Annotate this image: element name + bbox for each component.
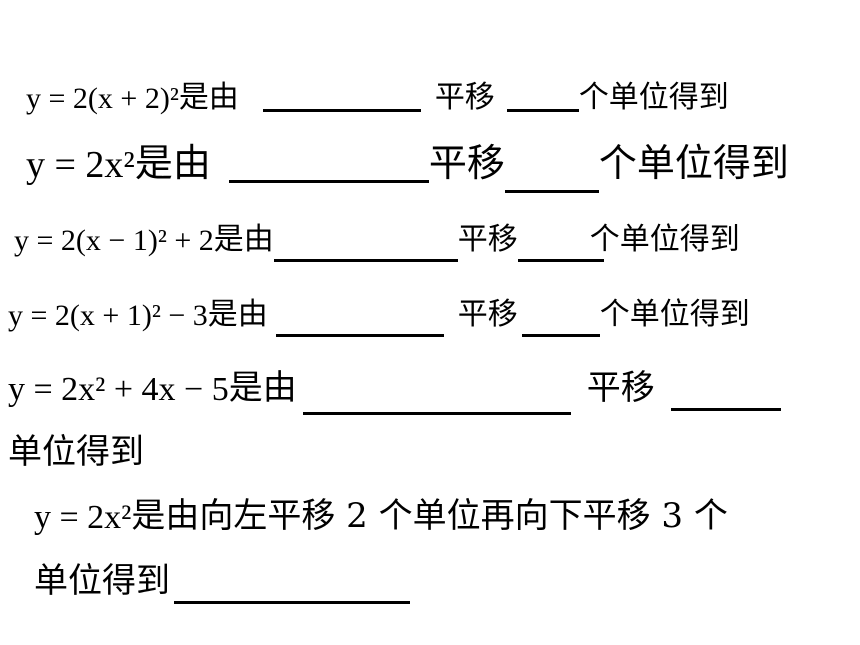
blank-direction-1[interactable] bbox=[262, 108, 421, 112]
blank-direction-2[interactable] bbox=[228, 179, 429, 183]
text-pingyi-1: 平移 bbox=[434, 80, 495, 115]
blank-direction-4[interactable] bbox=[275, 333, 444, 337]
blank-units-3[interactable] bbox=[517, 258, 604, 262]
formula-4: y = 2(x + 1)² − 3 bbox=[8, 299, 208, 332]
text-units-3: 个单位得到 bbox=[589, 222, 740, 257]
blank-answer-6[interactable] bbox=[174, 600, 410, 604]
text-shi-you-2: 是由 bbox=[134, 141, 211, 185]
text-units-6: 单位得到 bbox=[34, 561, 170, 601]
formula-2: y = 2x² bbox=[26, 144, 135, 186]
text-shi-you-3: 是由 bbox=[213, 222, 274, 257]
problem-line-4: y = 2(x + 1)² − 3 是由 平移 个单位得到 bbox=[8, 289, 750, 337]
blank-units-1[interactable] bbox=[506, 108, 579, 112]
text-units-5: 单位得到 bbox=[8, 432, 144, 472]
problem-line-1: y = 2(x + 2)² 是由 平移 个单位得到 bbox=[26, 72, 729, 116]
blank-units-4[interactable] bbox=[521, 333, 600, 337]
formula-6: y = 2x² bbox=[34, 499, 132, 536]
text-units-1: 个单位得到 bbox=[578, 80, 729, 115]
blank-units-2[interactable] bbox=[504, 189, 599, 193]
problem-line-5: y = 2x² + 4x − 5 是由 平移 bbox=[8, 360, 781, 415]
text-pingyi-3: 平移 bbox=[457, 222, 518, 257]
blank-units-5[interactable] bbox=[670, 407, 781, 411]
problem-line-6-cont: 单位得到 bbox=[34, 553, 410, 604]
text-units-4: 个单位得到 bbox=[599, 297, 750, 332]
problem-line-3: y = 2(x − 1)² + 2 是由 平移 个单位得到 bbox=[14, 214, 740, 262]
formula-3: y = 2(x − 1)² + 2 bbox=[14, 224, 214, 257]
text-pingyi-5: 平移 bbox=[586, 368, 655, 408]
text-transform-6: 是由向左平移 2 个单位再向下平移 3 个 bbox=[131, 496, 728, 536]
problem-line-5-cont: 单位得到 bbox=[8, 424, 144, 473]
text-shi-you-1: 是由 bbox=[178, 80, 239, 115]
formula-5: y = 2x² + 4x − 5 bbox=[8, 371, 229, 408]
problem-line-2: y = 2x² 是由 平移 个单位得到 bbox=[26, 132, 789, 193]
text-units-2: 个单位得到 bbox=[598, 141, 789, 185]
blank-direction-5[interactable] bbox=[302, 411, 571, 415]
text-shi-you-4: 是由 bbox=[207, 297, 268, 332]
blank-direction-3[interactable] bbox=[273, 258, 458, 262]
text-pingyi-2: 平移 bbox=[428, 141, 505, 185]
problem-line-6: y = 2x² 是由向左平移 2 个单位再向下平移 3 个 bbox=[34, 488, 728, 537]
text-shi-you-5: 是由 bbox=[228, 368, 297, 408]
text-pingyi-4: 平移 bbox=[457, 297, 518, 332]
formula-1: y = 2(x + 2)² bbox=[26, 82, 179, 115]
